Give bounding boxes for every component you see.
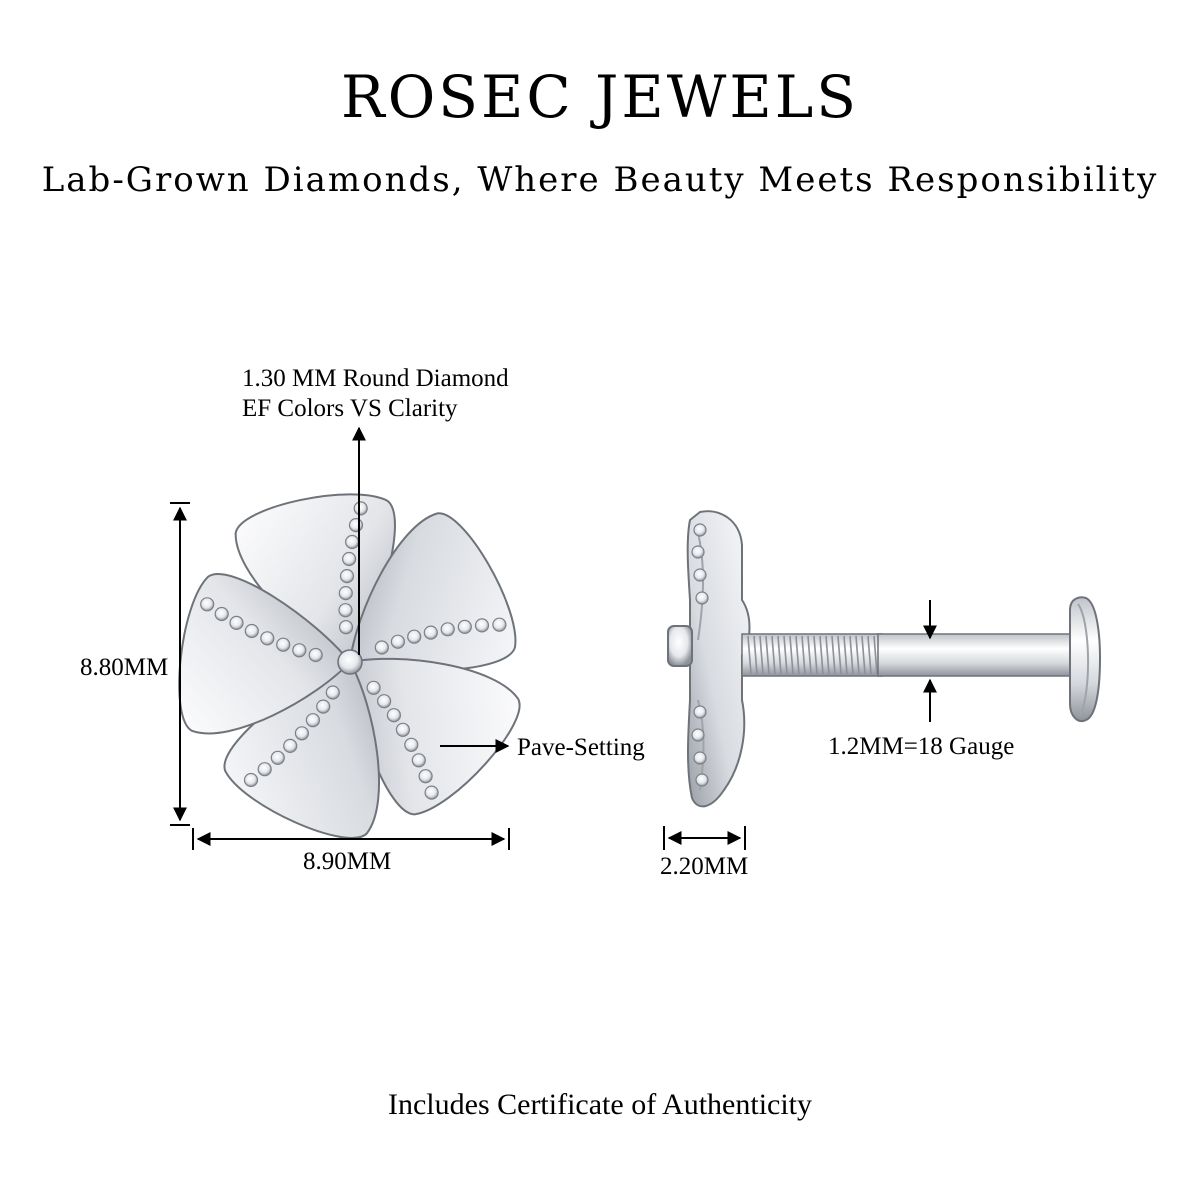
pave-diamond: [244, 623, 259, 639]
pave-diamond: [395, 722, 410, 737]
thread-ridge: [747, 635, 752, 675]
pave-diamond: [693, 568, 707, 582]
width-dimension-label: 8.90MM: [303, 848, 392, 875]
diamond-size-label: 1.30 MM Round Diamond: [242, 365, 509, 392]
pave-diamond: [366, 680, 381, 695]
pave-diamond: [276, 637, 291, 652]
thread-ridge: [819, 635, 824, 675]
pave-diamond: [693, 751, 707, 765]
pave-diamond: [693, 523, 707, 537]
pave-diamond: [229, 615, 244, 631]
thread-ridge: [843, 635, 848, 675]
thread-ridge: [825, 635, 830, 675]
thread-ridge: [855, 635, 860, 675]
brand-title: ROSEC JEWELS: [341, 63, 859, 131]
pave-diamond: [407, 629, 422, 644]
pave-diamond: [418, 769, 433, 784]
pave-diamond: [257, 762, 272, 777]
pave-diamond: [325, 685, 340, 700]
pave-diamond: [374, 640, 389, 655]
pave-diamond: [338, 585, 353, 601]
thread-ridge: [777, 635, 782, 675]
pave-diamond: [386, 708, 401, 723]
pave-diamond: [294, 726, 309, 741]
depth-dimension-label: 2.20MM: [660, 853, 749, 880]
setting-label: Pave-Setting: [517, 734, 645, 761]
flower-earring-side-view: [667, 510, 1102, 808]
thread-ridge: [783, 635, 788, 675]
pave-diamond: [440, 622, 455, 637]
gauge-label: 1.2MM=18 Gauge: [828, 733, 1015, 760]
thread-ridge: [873, 635, 878, 675]
thread-ridge: [753, 635, 758, 675]
diamond-quality-label: EF Colors VS Clarity: [242, 395, 458, 422]
certificate-note: Includes Certificate of Authenticity: [387, 1088, 813, 1121]
post-threads: [747, 635, 878, 675]
pave-diamond: [695, 773, 709, 787]
pave-diamond: [342, 551, 357, 567]
height-dimension-label: 8.80MM: [80, 654, 169, 681]
thread-ridge: [807, 635, 812, 675]
thread-ridge: [867, 635, 872, 675]
pave-diamond: [305, 713, 320, 728]
pave-diamond: [390, 634, 405, 649]
thread-ridge: [765, 635, 770, 675]
pave-diamond: [214, 606, 229, 622]
thread-ridge: [759, 635, 764, 675]
pave-diamond: [691, 728, 705, 742]
pave-diamond: [200, 597, 215, 612]
pave-diamond: [424, 785, 439, 800]
thread-ridge: [771, 635, 776, 675]
pave-diamond: [338, 620, 354, 635]
pave-diamond: [492, 617, 507, 632]
flower-earring-front-view: [178, 493, 521, 839]
thread-ridge: [813, 635, 818, 675]
thread-ridge: [849, 635, 854, 675]
pave-diamond: [260, 631, 275, 646]
thread-ridge: [831, 635, 836, 675]
flat-disc-back: [1069, 596, 1102, 722]
pave-diamond: [316, 699, 331, 714]
pave-diamond: [377, 694, 392, 709]
pave-diamond: [345, 534, 360, 550]
pave-diamond: [457, 619, 472, 635]
pave-diamond: [339, 568, 355, 584]
thread-ridge: [795, 635, 800, 675]
pave-diamond: [693, 705, 707, 719]
dimension-lines: [170, 426, 937, 850]
pave-diamond: [695, 591, 709, 605]
pave-diamond: [308, 647, 323, 663]
labret-bar: [877, 633, 1074, 677]
pave-diamond: [338, 603, 353, 618]
pave-diamond: [404, 737, 419, 752]
pave-diamond: [283, 738, 298, 754]
pave-diamond: [691, 545, 705, 559]
pave-diamond: [348, 517, 364, 533]
pave-diamond: [243, 772, 259, 788]
thread-ridge: [789, 635, 794, 675]
pave-diamond: [411, 753, 426, 768]
side-pave-diamonds: [691, 523, 709, 787]
pave-diamond: [292, 643, 307, 658]
thread-ridge: [861, 635, 866, 675]
pave-diamond: [474, 618, 490, 633]
pave-diamond: [353, 501, 368, 516]
thread-ridge: [801, 635, 806, 675]
pave-diamond: [270, 750, 285, 765]
thread-ridge: [837, 635, 842, 675]
brand-tagline: Lab-Grown Diamonds, Where Beauty Meets R…: [41, 160, 1159, 200]
pave-diamond: [423, 625, 438, 640]
center-round-diamond: [337, 649, 363, 675]
